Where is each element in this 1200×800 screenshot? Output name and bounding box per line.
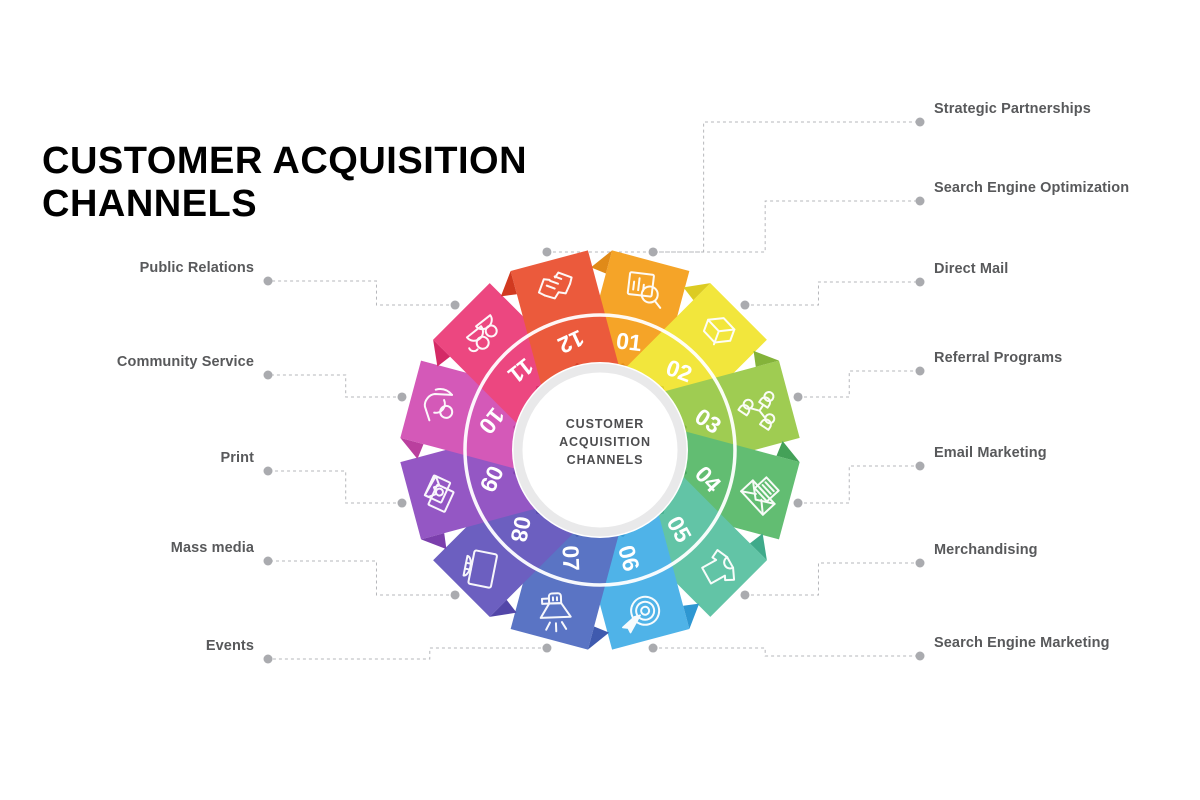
channel-label-10[interactable]: Community Service (116, 354, 254, 370)
petal-number-01: 01 (615, 327, 644, 356)
connector-lines (263, 117, 925, 664)
connector-dot-12-outer (915, 117, 925, 127)
petal-body (433, 465, 585, 617)
connector-line-03 (798, 370, 920, 398)
connector-dot-02-outer (915, 277, 925, 287)
connector-dot-07-inner (542, 643, 552, 653)
connector-line-01 (653, 200, 920, 253)
channel-label-05[interactable]: Merchandising (934, 542, 1038, 558)
petal-fold (489, 599, 517, 617)
connector-dot-03-outer (915, 366, 925, 376)
hub-line-1: CUSTOMER (565, 417, 645, 431)
page-title: CUSTOMER ACQUISITION CHANNELS (42, 140, 562, 225)
petal-fold (400, 437, 424, 460)
photos-icon (423, 474, 455, 513)
handshake-icon (537, 271, 573, 300)
petal-body (615, 283, 767, 435)
petal-body (433, 283, 585, 435)
connector-dot-12-inner (542, 247, 552, 257)
connector-line-12 (546, 121, 920, 253)
petal-number-08: 08 (506, 514, 537, 544)
channel-label-11[interactable]: Public Relations (139, 260, 254, 276)
connector-dot-07-outer (263, 654, 273, 664)
tshirt-icon (701, 549, 736, 585)
connector-dot-05-outer (915, 558, 925, 568)
chart-magnifier-icon (626, 271, 662, 309)
hub-inner-disc (525, 375, 675, 525)
connector-dot-04-outer (915, 461, 925, 471)
connector-dot-01-inner (648, 247, 658, 257)
hub-line-2: ACQUISITION (559, 435, 651, 450)
connector-dot-02-inner (740, 300, 750, 310)
envelope-icon (740, 476, 780, 516)
petal-fold (749, 533, 767, 561)
channel-label-01[interactable]: Search Engine Optimization (934, 180, 1130, 196)
connector-dot-10-inner (397, 392, 407, 402)
hub-ring (513, 363, 687, 537)
petal-fold (590, 250, 613, 274)
petal-fold (753, 350, 779, 367)
ring-group (463, 313, 737, 587)
target-cursor-icon (622, 595, 661, 634)
connector-dot-08-inner (450, 590, 460, 600)
connector-dot-10-outer (263, 370, 273, 380)
petal-fold (433, 339, 451, 367)
connector-dot-03-inner (793, 392, 803, 402)
connector-line-07 (268, 647, 547, 660)
connector-dot-06-outer (915, 651, 925, 661)
petal-fold (683, 603, 700, 629)
connector-dot-09-inner (397, 498, 407, 508)
connector-dot-04-inner (793, 498, 803, 508)
connector-line-11 (268, 280, 456, 306)
box-icon (702, 317, 736, 346)
petal-fold (587, 626, 610, 650)
person-care-icon (423, 388, 454, 422)
connector-dot-11-inner (450, 300, 460, 310)
channel-label-06[interactable]: Search Engine Marketing (934, 635, 1110, 651)
connector-line-05 (744, 562, 920, 596)
connector-line-10 (268, 374, 402, 398)
people-group-icon (465, 314, 498, 353)
connector-line-04 (798, 465, 920, 504)
megaphone-icon (539, 592, 572, 633)
monitor-icon (462, 549, 498, 589)
channel-label-07[interactable]: Events (205, 638, 254, 654)
connector-line-09 (268, 470, 402, 504)
connector-line-02 (744, 281, 920, 306)
people-network-icon (737, 391, 776, 431)
channel-label-12[interactable]: Strategic Partnerships (934, 101, 1091, 117)
channel-label-03[interactable]: Referral Programs (934, 350, 1063, 366)
connector-dot-08-outer (263, 556, 273, 566)
connector-dot-05-inner (740, 590, 750, 600)
icon-group (423, 271, 780, 634)
outer-white-ring (463, 313, 737, 587)
petal-fold (683, 283, 711, 301)
hub-label: CUSTOMER ACQUISITION CHANNELS (530, 415, 680, 469)
connector-dot-11-outer (263, 276, 273, 286)
channel-label-09[interactable]: Print (220, 450, 254, 466)
petal-number-07: 07 (558, 545, 585, 572)
title-line-1: CUSTOMER ACQUISITION (42, 140, 528, 182)
channel-label-04[interactable]: Email Marketing (934, 445, 1047, 461)
petal-fold (776, 440, 800, 463)
connector-line-08 (268, 560, 456, 596)
channel-label-02[interactable]: Direct Mail (934, 261, 1009, 277)
connector-dot-01-outer (915, 196, 925, 206)
connector-line-06 (653, 647, 920, 657)
petal-fold (500, 271, 517, 297)
connector-dot-09-outer (263, 466, 273, 476)
hub-line-3: CHANNELS (566, 453, 644, 468)
connector-dot-06-inner (648, 643, 658, 653)
petal-fold (421, 533, 447, 550)
channel-label-08[interactable]: Mass media (170, 540, 254, 556)
title-line-2: CHANNELS (42, 182, 258, 225)
